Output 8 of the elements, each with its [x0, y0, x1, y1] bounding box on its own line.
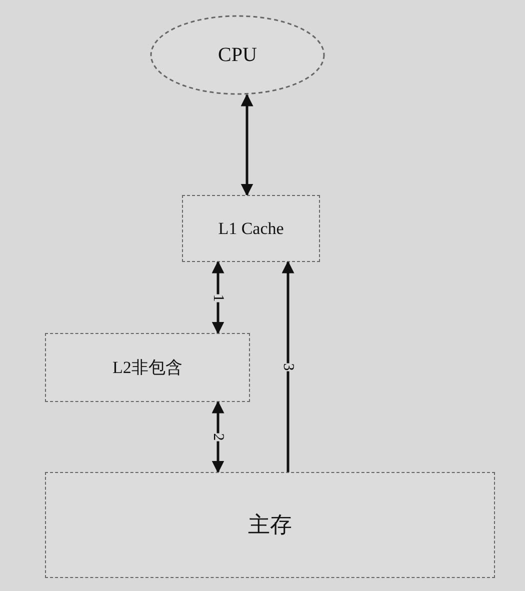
arrow [212, 260, 224, 334]
cache-box: L1 Cache [182, 195, 320, 262]
cache-box: L2非包含 [45, 333, 250, 402]
arrow [240, 94, 254, 196]
arrow [212, 400, 224, 474]
arrow [282, 260, 294, 472]
cpu-ellipse: CPU [150, 15, 325, 95]
memory-box: 主存 [45, 472, 495, 578]
